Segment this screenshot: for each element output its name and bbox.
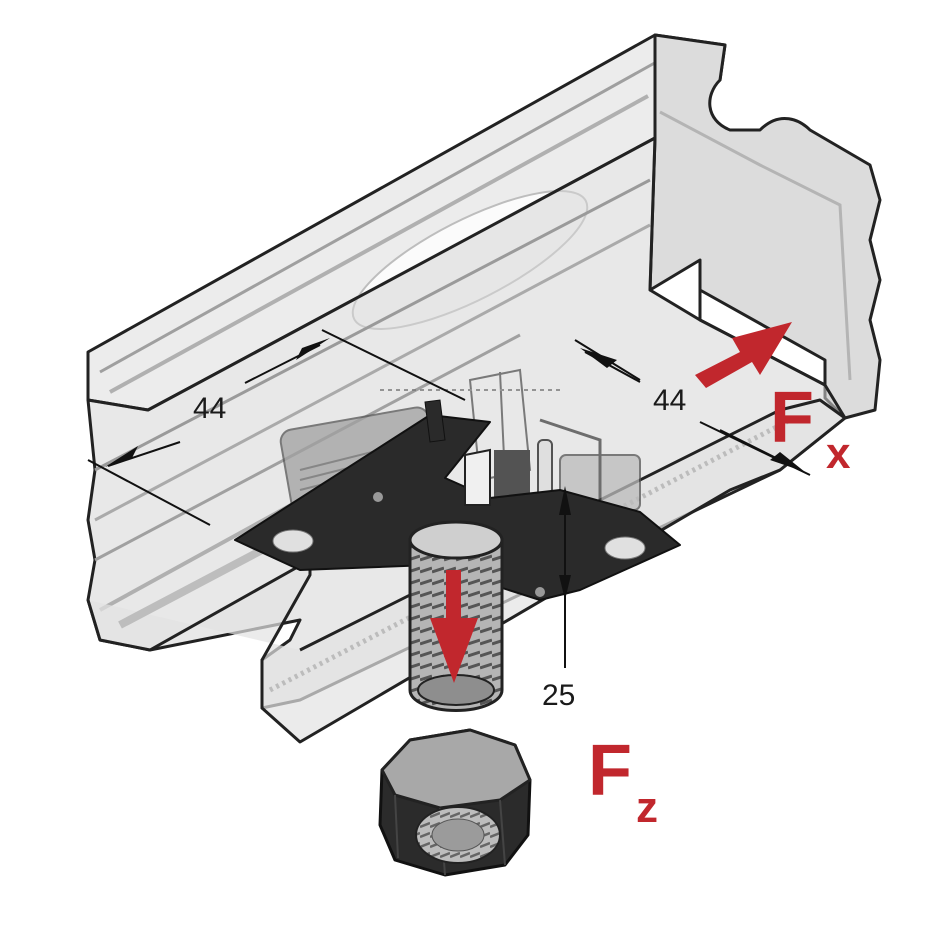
- force-z-subscript: z: [636, 783, 658, 832]
- plate-hole-left: [272, 529, 314, 553]
- dimension-depth: [559, 486, 571, 668]
- dimension-label-left: 44: [193, 392, 226, 425]
- force-z-arrow: [430, 570, 478, 683]
- dimension-label-right: 44: [653, 384, 686, 417]
- dimension-right: [574, 339, 811, 476]
- dimension-label-depth: 25: [542, 679, 575, 712]
- force-z-label: F: [588, 731, 632, 811]
- force-x-subscript: x: [826, 429, 851, 478]
- plate-hole-right: [604, 536, 646, 560]
- hex-nut: [378, 728, 532, 877]
- force-x-arrow: [695, 322, 792, 388]
- force-x-label: F: [770, 378, 814, 458]
- dimension-left: [87, 329, 466, 526]
